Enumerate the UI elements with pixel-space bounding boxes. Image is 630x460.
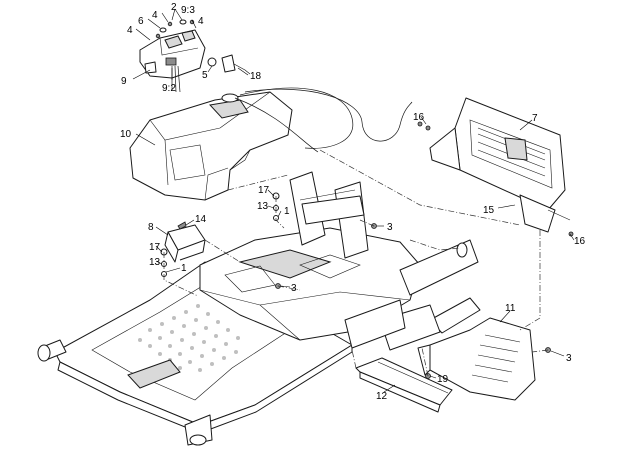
ignition-switch: [207, 54, 251, 75]
callout-10: 10: [120, 129, 132, 140]
callout-14: 14: [195, 214, 207, 225]
callout-17-upper: 17: [258, 185, 270, 196]
callout-3-right: 3: [566, 353, 572, 364]
callout-15: 15: [483, 205, 495, 216]
callout-16-top: 16: [413, 112, 425, 123]
callout-6: 6: [138, 16, 144, 27]
callout-7: 7: [532, 113, 538, 124]
leader-lines: [132, 8, 575, 393]
callout-3-middle: 3: [291, 283, 297, 294]
callout-2: 2: [171, 2, 177, 13]
callout-13-lower: 13: [149, 257, 161, 268]
main-frame: [37, 171, 481, 446]
callout-13-upper: 13: [257, 201, 269, 212]
callout-3-upper: 3: [387, 222, 393, 233]
callout-17-lower: 17: [149, 242, 161, 253]
side-cover: [417, 317, 536, 401]
callout-4-left: 4: [127, 25, 133, 36]
callout-12: 12: [376, 391, 388, 402]
callout-5: 5: [202, 70, 208, 81]
callout-1-lower: 1: [181, 263, 187, 274]
callout-19: 19: [437, 374, 449, 385]
callouts: 2 9:3 4 4 6 4 5 18 9 9:2 10 7 16 15 16 1…: [120, 2, 586, 402]
callout-9-2: 9:2: [162, 83, 176, 94]
callout-18: 18: [250, 71, 262, 82]
mounting-bracket: [164, 224, 206, 263]
fuel-tank: [129, 91, 293, 201]
alignment-lines: [163, 149, 549, 377]
callout-8: 8: [148, 222, 154, 233]
callout-1-upper: 1: [284, 206, 290, 217]
callout-9: 9: [121, 76, 127, 87]
callout-4-right: 4: [198, 16, 204, 27]
floor-holes: [138, 304, 240, 372]
callout-11: 11: [505, 303, 516, 314]
seat-mount-plate: [429, 97, 571, 233]
control-cables: [234, 87, 413, 153]
callout-16-bottom: 16: [574, 236, 586, 247]
callout-4-top: 4: [152, 10, 158, 21]
control-console: [139, 19, 206, 93]
step-plate: [355, 357, 453, 413]
callout-9-3: 9:3: [181, 5, 195, 16]
